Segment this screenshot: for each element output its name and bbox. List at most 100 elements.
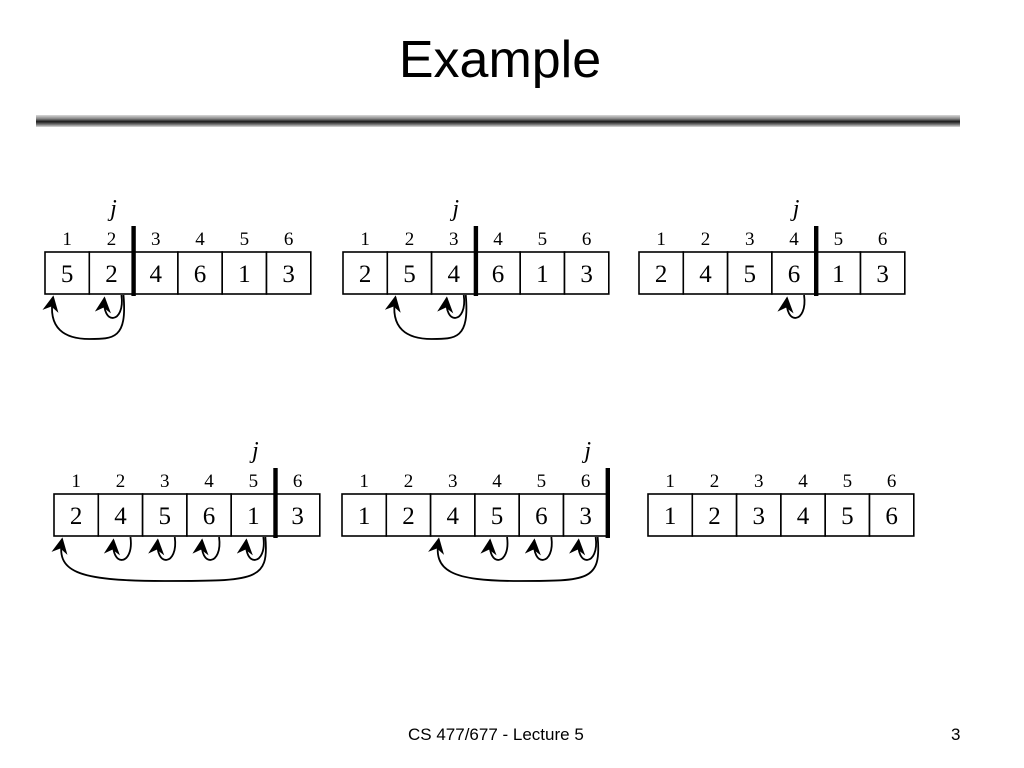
shift-arrow [480, 536, 509, 561]
index-label: 3 [745, 229, 755, 250]
index-label: 3 [448, 471, 458, 492]
cell-value: 5 [491, 503, 504, 530]
cell-value: 6 [535, 503, 548, 530]
index-label: 4 [789, 229, 799, 250]
cell-value: 3 [291, 503, 304, 530]
index-label: 1 [62, 229, 72, 250]
index-label: 2 [404, 471, 414, 492]
index-label: 4 [195, 229, 205, 250]
shift-arrow [569, 536, 597, 561]
cell-value: 5 [403, 261, 416, 288]
array-cell [682, 251, 729, 295]
cell-value: 2 [655, 261, 668, 288]
index-label: 4 [493, 229, 503, 250]
cell-value: 1 [247, 503, 260, 530]
index-label: 5 [843, 471, 853, 492]
cell-value: 2 [708, 503, 721, 530]
array-cell [230, 493, 277, 537]
array-cell [341, 493, 388, 537]
cell-value: 5 [159, 503, 172, 530]
index-label: 6 [582, 229, 592, 250]
shift-arrow [437, 294, 466, 319]
array-cell [386, 251, 433, 295]
index-label: 3 [449, 229, 459, 250]
index-label: 2 [116, 471, 126, 492]
array-cell [221, 251, 268, 295]
array-cell [562, 493, 609, 537]
index-label: 1 [71, 471, 81, 492]
cell-value: 6 [492, 261, 505, 288]
cell-value: 4 [448, 261, 461, 288]
cell-value: 6 [194, 261, 207, 288]
cell-value: 3 [580, 261, 593, 288]
page-number: 3 [951, 725, 961, 744]
cell-value: 5 [744, 261, 757, 288]
index-label: 6 [581, 471, 591, 492]
array-cell [141, 493, 188, 537]
shift-arrow [236, 536, 265, 561]
cell-value: 3 [282, 261, 295, 288]
array-cell [735, 493, 782, 537]
shift-arrow [94, 294, 123, 319]
index-label: 2 [710, 471, 720, 492]
cell-value: 5 [841, 503, 854, 530]
shift-arrow [524, 536, 553, 561]
array-cell [44, 251, 91, 295]
array-cell [97, 493, 144, 537]
array-cell [177, 251, 223, 295]
array-cell [474, 493, 520, 537]
index-label: 1 [656, 229, 666, 250]
array-cell [265, 251, 312, 295]
sorted-boundary-bar [131, 226, 136, 296]
array-cell [691, 493, 738, 537]
index-label: 3 [151, 229, 161, 250]
index-label: 2 [405, 229, 415, 250]
index-label: 5 [834, 229, 844, 250]
cell-value: 6 [788, 261, 801, 288]
j-pointer-label: j [790, 196, 800, 222]
cell-value: 1 [832, 261, 845, 288]
cell-value: 6 [885, 503, 898, 530]
cell-value: 2 [105, 261, 118, 288]
cell-value: 4 [797, 503, 810, 530]
index-label: 6 [878, 229, 888, 250]
index-label: 2 [701, 229, 711, 250]
array-cell [430, 251, 477, 295]
cell-value: 3 [753, 503, 766, 530]
title-divider [36, 115, 960, 127]
cell-value: 1 [358, 503, 371, 530]
cell-value: 6 [203, 503, 216, 530]
sorted-boundary-bar [473, 226, 479, 296]
insert-arrow [384, 294, 468, 340]
cell-value: 4 [699, 261, 712, 288]
array-cell [726, 251, 773, 295]
sorted-boundary-bar [273, 468, 278, 538]
cell-value: 3 [579, 503, 592, 530]
array-cell [342, 251, 389, 295]
shift-arrow [777, 294, 806, 319]
index-label: 6 [293, 471, 303, 492]
index-label: 5 [240, 229, 250, 250]
index-label: 4 [798, 471, 808, 492]
cell-value: 1 [536, 261, 549, 288]
index-label: 6 [887, 471, 897, 492]
index-label: 3 [160, 471, 170, 492]
j-pointer-label: j [249, 438, 259, 464]
sorted-boundary-bar [605, 468, 610, 538]
index-label: 3 [754, 471, 764, 492]
cell-value: 3 [876, 261, 889, 288]
cell-value: 4 [447, 503, 460, 530]
array-cell [519, 251, 566, 295]
index-label: 2 [107, 229, 117, 250]
index-label: 1 [359, 471, 369, 492]
array-cell [868, 493, 915, 537]
index-label: 5 [538, 229, 548, 250]
array-cell [475, 251, 521, 295]
index-label: 6 [284, 229, 294, 250]
array-cell [771, 251, 818, 295]
index-label: 4 [204, 471, 214, 492]
j-pointer-label: j [107, 196, 117, 222]
insert-arrow [428, 536, 600, 582]
